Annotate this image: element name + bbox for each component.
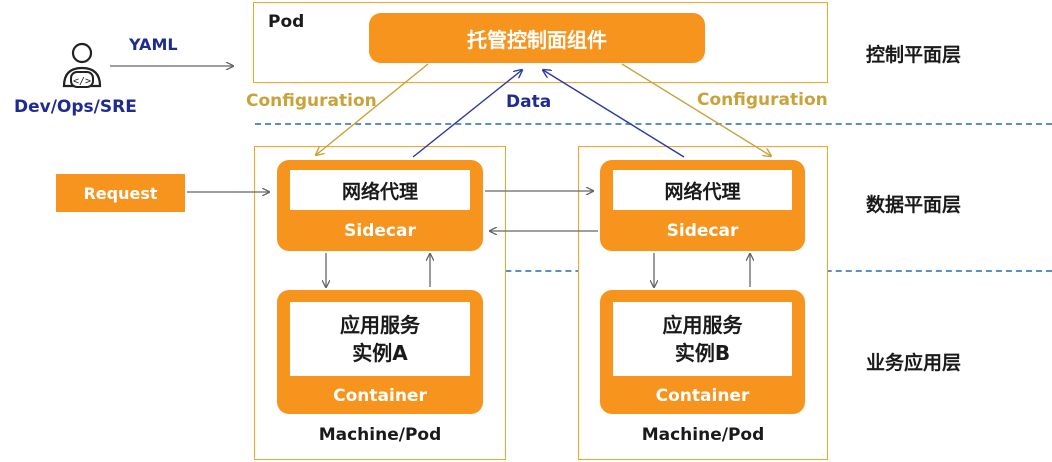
svg-text:</>: </>	[73, 76, 91, 87]
data-arrow-left	[412, 70, 522, 158]
service-line2-b: 实例B	[674, 341, 731, 365]
layer-label-business: 业务应用层	[866, 352, 962, 374]
config-arrow-left	[316, 63, 429, 155]
data-arrow-right	[543, 70, 685, 158]
service-instance-b: 应用服务 实例B	[613, 302, 792, 376]
machine-label-b: Machine/Pod	[641, 425, 765, 445]
service-line1-a: 应用服务	[340, 313, 420, 337]
service-line2-a: 实例A	[352, 341, 408, 365]
developer-person-icon: </>	[58, 42, 106, 92]
service-instance-a: 应用服务 实例A	[290, 302, 470, 376]
service-line1-b: 应用服务	[662, 313, 743, 337]
request-box: Request	[56, 174, 185, 212]
managed-control-component: 托管控制面组件	[369, 13, 705, 63]
actor-label: Dev/Ops/SRE	[14, 97, 137, 117]
network-proxy-b: 网络代理	[613, 170, 792, 210]
layer-label-control: 控制平面层	[866, 44, 962, 66]
sidecar-label-a: Sidecar	[344, 221, 416, 241]
config-label-right: Configuration	[697, 90, 828, 110]
config-label-left: Configuration	[246, 91, 377, 111]
control-data-divider	[255, 123, 1052, 125]
layer-label-data: 数据平面层	[866, 194, 962, 216]
data-label: Data	[506, 92, 552, 112]
container-label-b: Container	[655, 386, 750, 406]
container-label-a: Container	[333, 386, 427, 406]
yaml-label: YAML	[129, 35, 178, 54]
pod-label: Pod	[268, 12, 305, 32]
network-proxy-a: 网络代理	[290, 170, 470, 210]
machine-label-a: Machine/Pod	[318, 425, 442, 445]
config-arrow-right	[621, 63, 771, 156]
sidecar-label-b: Sidecar	[666, 221, 739, 241]
